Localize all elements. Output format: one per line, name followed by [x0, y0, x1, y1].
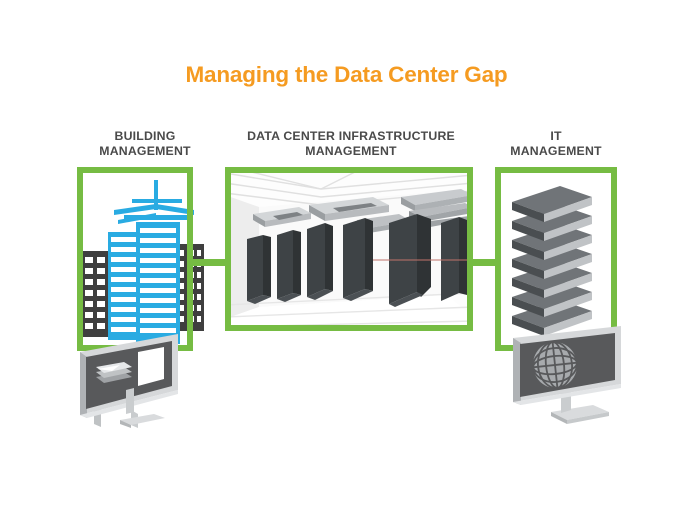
server-stack-icon — [512, 186, 592, 336]
section-label-it-management: IT MANAGEMENT — [510, 129, 602, 158]
document-stack-icon — [96, 362, 132, 383]
frame-it-management — [495, 167, 617, 351]
section-label-building-management: BUILDING MANAGEMENT — [99, 129, 191, 158]
data-center-room-icon — [225, 167, 473, 331]
it-management-server-stack — [498, 170, 618, 350]
connector-left-to-center — [190, 259, 228, 266]
frame-data-center-infrastructure-management — [225, 167, 473, 331]
server-rack-icon — [441, 217, 467, 301]
ceiling-fixture-icon — [309, 197, 389, 221]
server-rack-icon — [389, 214, 431, 307]
connector-center-to-right — [470, 259, 498, 266]
ceiling-fixture-icon — [253, 207, 311, 227]
server-rack-icon — [247, 235, 271, 304]
frame-building-management — [77, 167, 193, 351]
server-unit-icon — [512, 186, 592, 222]
server-rack-icon — [307, 223, 333, 300]
page-title: Managing the Data Center Gap — [185, 62, 508, 87]
it-management-monitor — [505, 326, 635, 434]
skyscraper-icon — [114, 180, 194, 344]
monitor-with-globe-icon — [513, 326, 621, 424]
section-label-data-center-infrastructure-management: DATA CENTER INFRASTRUCTURE MANAGEMENT — [247, 129, 455, 158]
building-management-monitor — [68, 328, 193, 434]
monitor-with-documents-icon — [80, 334, 178, 428]
data-center-infrastructure-illustration — [225, 167, 473, 331]
globe-icon — [532, 341, 578, 389]
server-rack-icon — [343, 218, 373, 301]
skyscraper-icon — [108, 232, 140, 340]
server-rack-icon — [277, 230, 301, 302]
